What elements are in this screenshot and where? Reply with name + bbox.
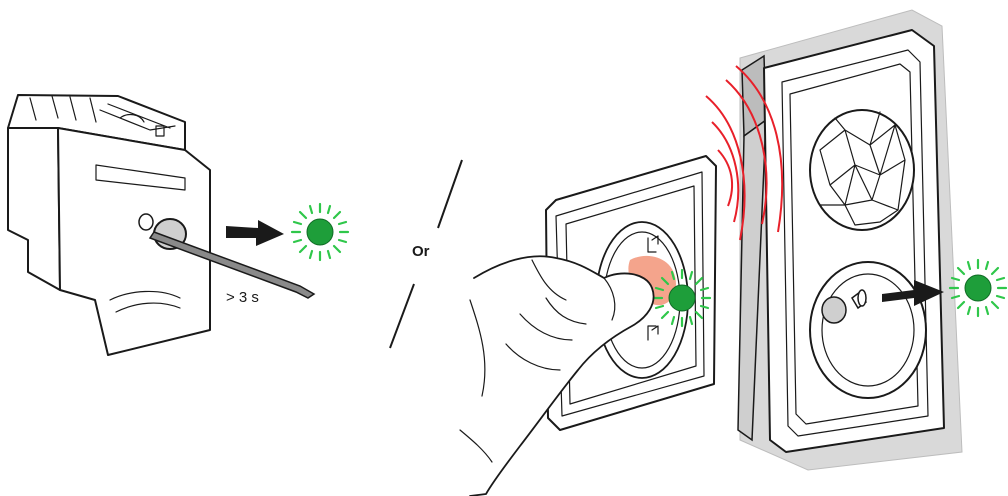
led-green-icon (292, 204, 348, 260)
arrow-right-icon (226, 220, 284, 246)
or-separator-label: Or (412, 243, 430, 260)
power-socket (810, 262, 926, 398)
led-green-icon (654, 270, 710, 326)
press-duration-label: > 3 s (226, 289, 259, 306)
socket-plate (764, 30, 944, 452)
motion-sensor (810, 110, 914, 230)
led-green-icon (950, 260, 1006, 316)
din-rail-module (8, 95, 210, 355)
separator-line-top (438, 160, 462, 228)
separator-line-bottom (390, 284, 414, 348)
